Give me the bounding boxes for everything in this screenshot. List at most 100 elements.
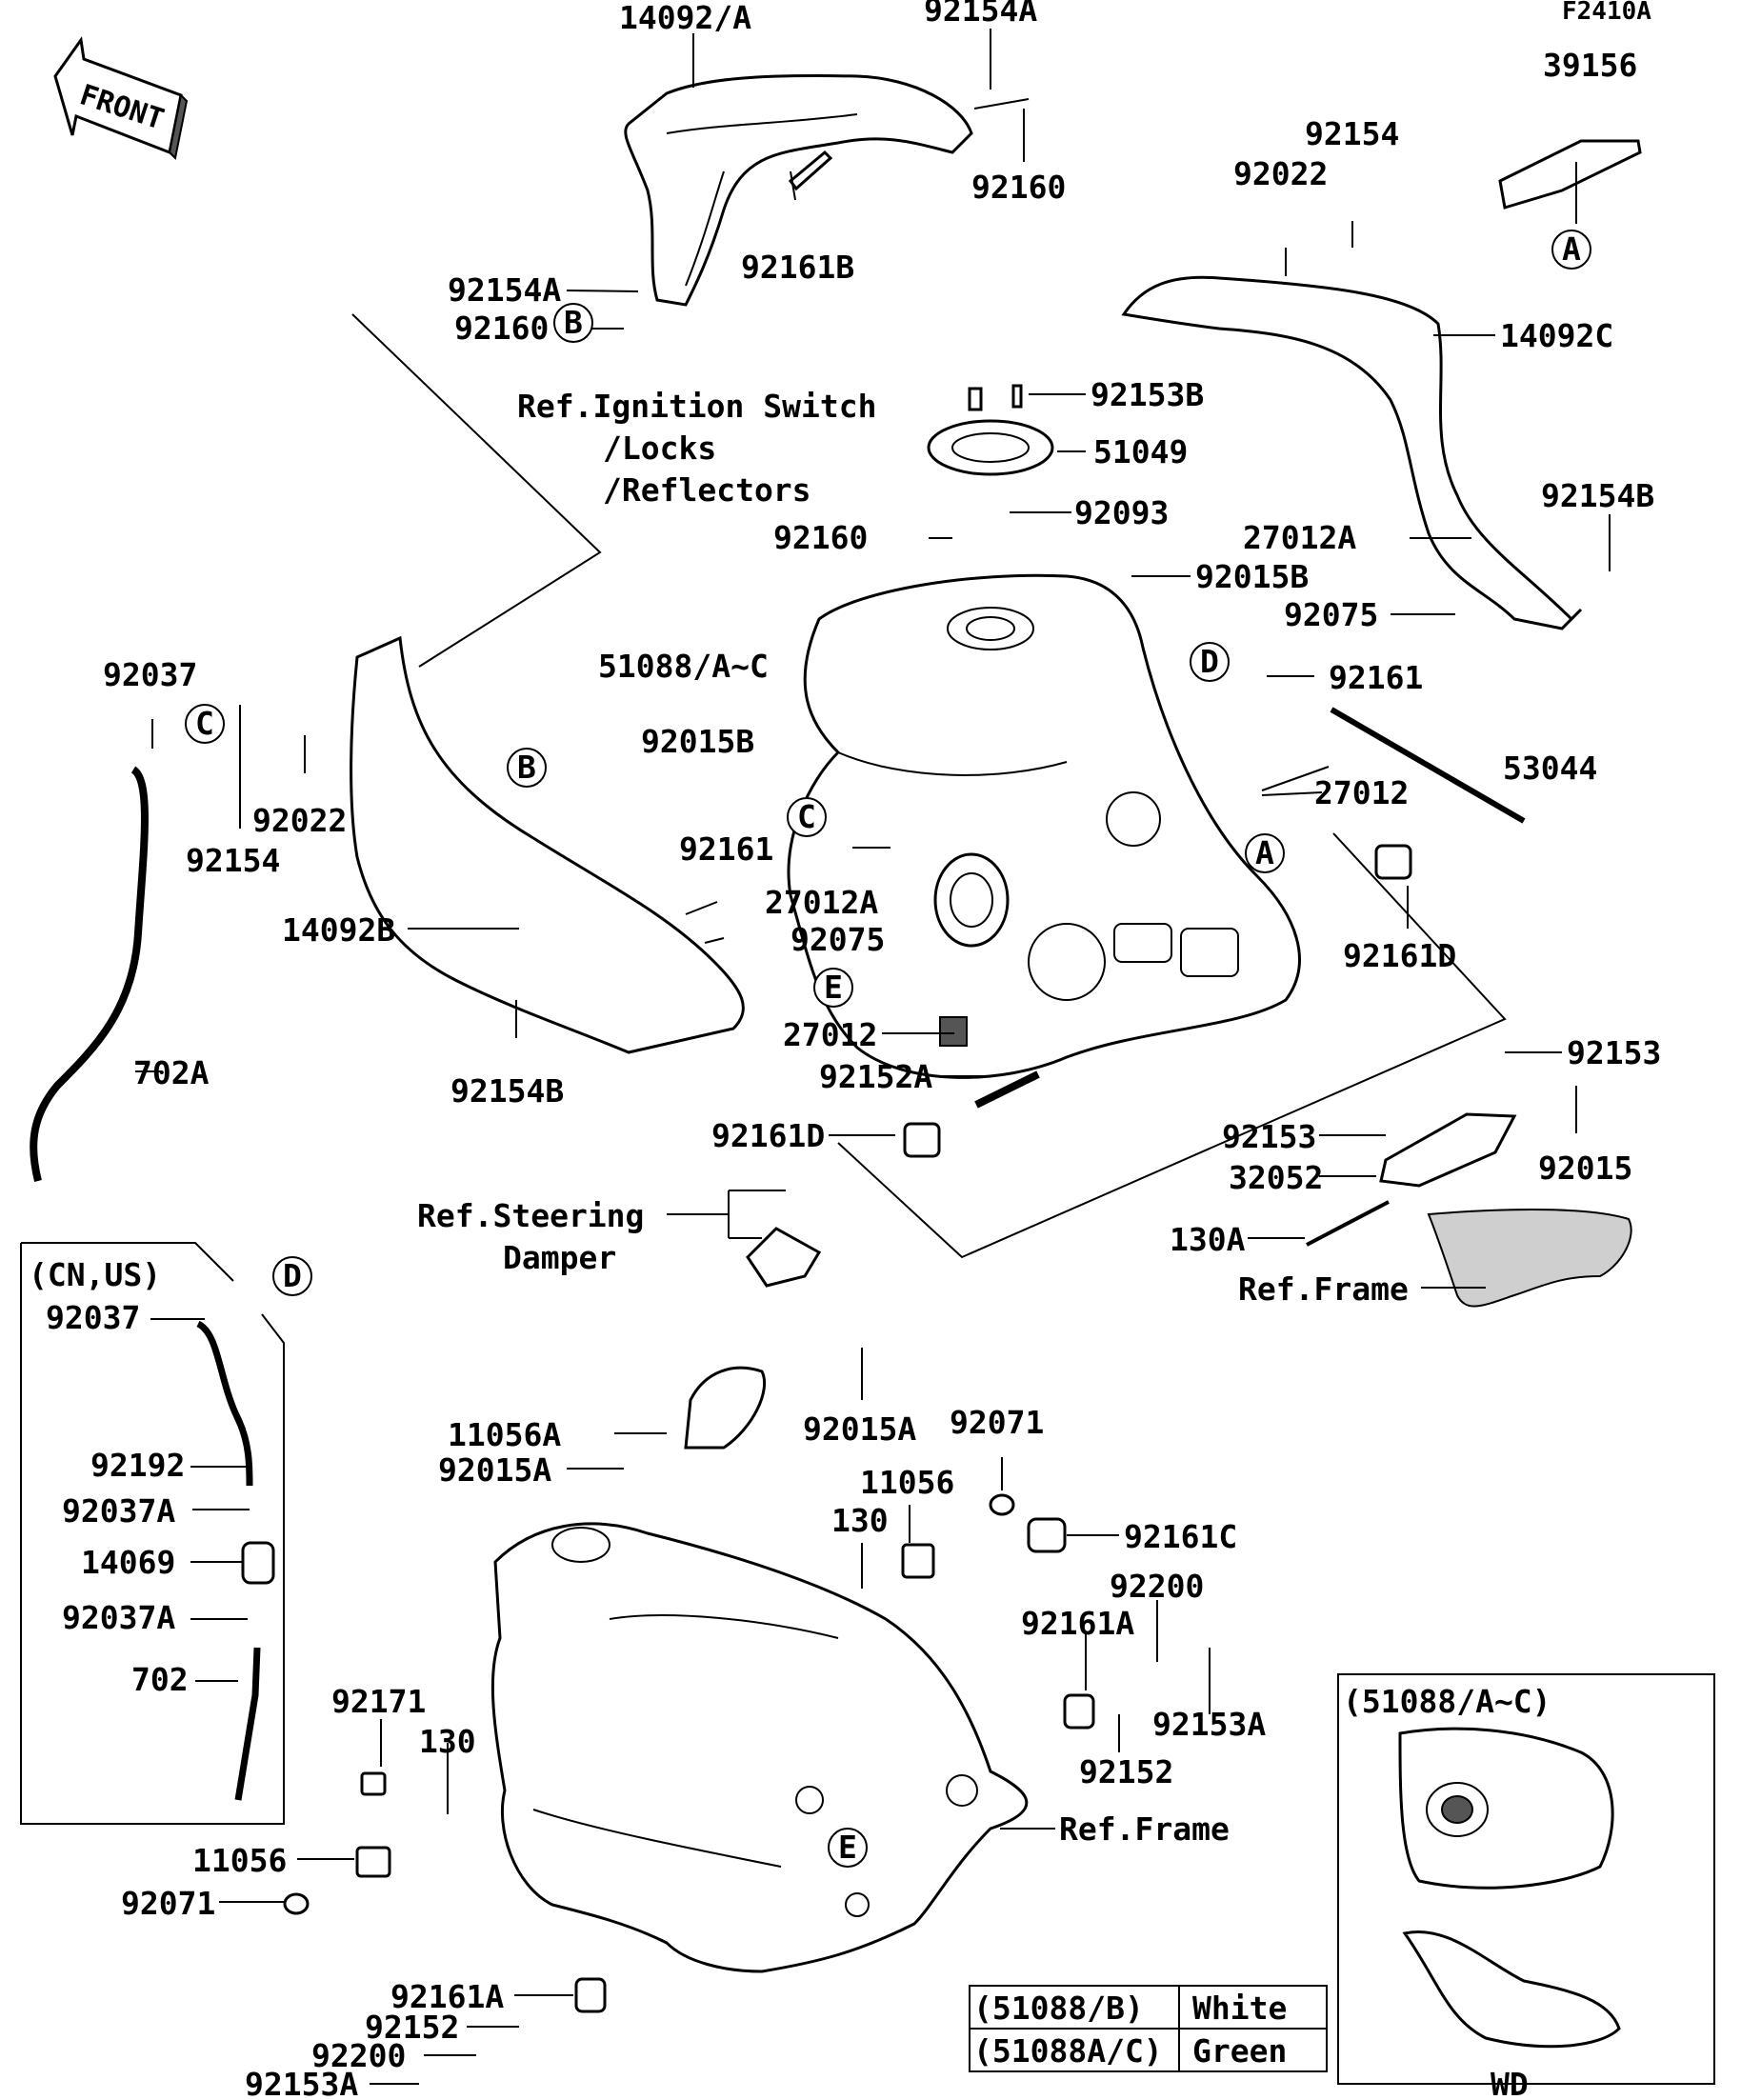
spacer-92171 bbox=[360, 1771, 387, 1796]
label-92153-right: 92153 bbox=[1567, 1034, 1661, 1071]
color-table-color-1: White bbox=[1192, 1990, 1287, 2027]
label-702: 702 bbox=[131, 1661, 189, 1698]
label-11056a: 11056A bbox=[448, 1416, 561, 1453]
inset-cn-us: (CN,US) 92037 92192 92037A 14069 92037A … bbox=[20, 1242, 285, 1825]
label-92161b: 92161B bbox=[741, 249, 854, 286]
label-92160-top: 92160 bbox=[971, 169, 1066, 206]
label-11056-bottom: 11056 bbox=[192, 1842, 287, 1879]
marker-d-top: D bbox=[1200, 643, 1219, 680]
damper-92161d-left bbox=[903, 1122, 941, 1158]
label-92022-right: 92022 bbox=[1233, 155, 1328, 192]
label-92071-top: 92071 bbox=[950, 1404, 1044, 1441]
label-inset-region: (CN,US) bbox=[29, 1256, 161, 1293]
label-92152-right: 92152 bbox=[1079, 1753, 1173, 1790]
label-92037-inset: 92037 bbox=[46, 1299, 140, 1336]
rubber-92161a-right bbox=[1063, 1693, 1095, 1730]
hose-702a bbox=[30, 766, 149, 1182]
front-arrow: FRONT bbox=[53, 36, 189, 161]
inset-51088: (51088/A~C) WD bbox=[1337, 1673, 1715, 2100]
label-92161-right: 92161 bbox=[1329, 659, 1423, 696]
label-39156: 39156 bbox=[1543, 47, 1637, 84]
label-92152a: 92152A bbox=[819, 1058, 932, 1095]
label-92153-left: 92153 bbox=[1222, 1118, 1316, 1155]
label-92015: 92015 bbox=[1538, 1150, 1632, 1187]
label-92153a-bottom: 92153A bbox=[245, 2066, 358, 2100]
bracket-32052 bbox=[1379, 1112, 1517, 1188]
label-ref-reflectors: /Reflectors bbox=[603, 471, 811, 509]
marker-a-mid: A bbox=[1255, 834, 1274, 871]
label-92015a-left: 92015A bbox=[438, 1451, 551, 1489]
label-92154b-left: 92154B bbox=[450, 1072, 564, 1110]
color-table: (51088/B) White (51088A/C) Green bbox=[969, 1985, 1328, 2072]
marker-d-inset: D bbox=[283, 1257, 302, 1294]
marker-a-top: A bbox=[1562, 230, 1581, 268]
label-92161a-bottom: 92161A bbox=[390, 1978, 504, 2015]
marker-c-mid: C bbox=[797, 798, 816, 835]
label-ref-locks: /Locks bbox=[603, 430, 716, 467]
label-92171: 92171 bbox=[331, 1683, 426, 1720]
label-53044: 53044 bbox=[1503, 750, 1597, 787]
label-ref-ignition: Ref.Ignition Switch bbox=[517, 388, 877, 425]
label-92154a-top: 92154A bbox=[924, 0, 1037, 29]
label-92160-left: 92160 bbox=[454, 310, 549, 347]
label-130-bottom: 130 bbox=[419, 1723, 476, 1760]
label-92037-top: 92037 bbox=[103, 656, 197, 693]
strip-39156 bbox=[1498, 139, 1642, 210]
damper-92161d-right bbox=[1374, 844, 1412, 880]
label-ref-steering: Ref.Steering bbox=[417, 1197, 644, 1234]
label-92152-bottom: 92152 bbox=[365, 2009, 459, 2046]
diagram-code: F2410A bbox=[1562, 0, 1651, 26]
cover-14092b bbox=[350, 635, 745, 1054]
main-frame bbox=[490, 1522, 1029, 1973]
block-11056-bottom bbox=[355, 1846, 391, 1878]
label-92161-left: 92161 bbox=[679, 830, 773, 868]
cover-14092a bbox=[624, 74, 973, 307]
label-92160-mid: 92160 bbox=[773, 519, 868, 556]
cover-14092c bbox=[1121, 275, 1583, 630]
label-92075-left: 92075 bbox=[790, 921, 885, 958]
label-inset-51088: (51088/A~C) bbox=[1343, 1683, 1551, 1720]
pad-27012 bbox=[939, 1016, 968, 1047]
reference-markers: A A B B C C D D E E bbox=[185, 230, 1591, 1868]
color-table-part-1: (51088/B) bbox=[973, 1990, 1144, 2027]
label-ref-damper: Damper bbox=[503, 1239, 616, 1276]
label-92015a-right: 92015A bbox=[803, 1410, 916, 1448]
label-92154-right: 92154 bbox=[1305, 115, 1399, 152]
label-92015b-left: 92015B bbox=[641, 723, 754, 760]
washer-92071-top bbox=[989, 1493, 1015, 1516]
label-702a: 702A bbox=[133, 1054, 210, 1091]
label-92161d-right: 92161D bbox=[1343, 937, 1456, 974]
label-92015b-top: 92015B bbox=[1195, 558, 1309, 595]
rubber-92161a-bottom bbox=[574, 1977, 607, 2013]
block-11056-top bbox=[901, 1543, 935, 1579]
leader-lines bbox=[135, 29, 1611, 2085]
label-92153a-right: 92153A bbox=[1152, 1706, 1266, 1743]
label-27012a-right: 27012A bbox=[1243, 519, 1356, 556]
bolt-130a bbox=[1306, 1200, 1390, 1247]
label-130a: 130A bbox=[1170, 1221, 1246, 1258]
label-51088: 51088/A~C bbox=[598, 648, 769, 685]
shaft-92152a bbox=[974, 1070, 1040, 1109]
rod-53044 bbox=[1330, 707, 1526, 824]
label-ref-frame-bottom: Ref.Frame bbox=[1059, 1810, 1230, 1848]
label-92022-left: 92022 bbox=[252, 802, 347, 839]
washer-92071-bottom bbox=[283, 1892, 310, 1915]
label-27012-mid: 27012 bbox=[1314, 774, 1409, 811]
label-inset-wd: WD bbox=[1491, 2066, 1529, 2100]
color-table-color-2: Green bbox=[1192, 2032, 1287, 2070]
label-130-top: 130 bbox=[831, 1502, 889, 1539]
label-14069: 14069 bbox=[81, 1544, 175, 1581]
label-27012a-left: 27012A bbox=[765, 884, 878, 921]
filter-14069 bbox=[241, 1541, 275, 1585]
label-92192: 92192 bbox=[90, 1447, 185, 1484]
marker-c-left: C bbox=[195, 705, 214, 742]
callout-labels: 14092/A 92154A 92160 92161B 92154A 92160… bbox=[103, 0, 1661, 2100]
label-92037a-1: 92037A bbox=[62, 1492, 175, 1530]
marker-b-mid: B bbox=[517, 749, 536, 786]
label-92161d-left: 92161D bbox=[711, 1117, 825, 1154]
label-92200-bottom: 92200 bbox=[311, 2037, 406, 2074]
marker-e-top: E bbox=[824, 969, 843, 1006]
spacer-92161b bbox=[788, 150, 833, 191]
label-ref-frame-top: Ref.Frame bbox=[1238, 1270, 1409, 1308]
